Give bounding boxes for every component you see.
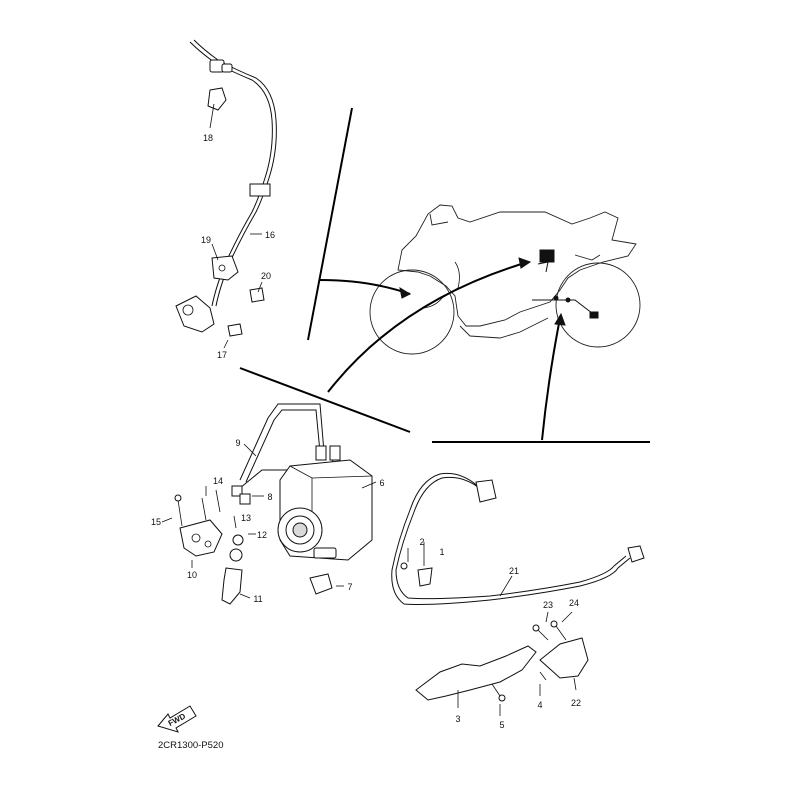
hydraulic-unit-assembly (174, 403, 373, 605)
callout-12: 12 (257, 530, 267, 540)
callout-21: 21 (509, 566, 519, 576)
callout-11: 11 (253, 594, 262, 604)
callout-20: 20 (261, 271, 271, 281)
front-wheel-sensor-assembly (175, 39, 277, 337)
callout-13: 13 (241, 513, 251, 523)
forward-direction-arrow: FWD (157, 705, 197, 733)
callout-leaders (161, 103, 577, 716)
callout-14: 14 (213, 476, 223, 486)
callout-numbers: 1 2 3 4 5 6 7 8 9 10 11 12 13 14 15 16 1… (151, 133, 581, 730)
callout-18: 18 (203, 133, 213, 143)
callout-5: 5 (499, 720, 504, 730)
rear-wheel-sensor-assembly (391, 472, 645, 702)
callout-22: 22 (571, 698, 581, 708)
motorcycle-silhouette (369, 204, 641, 355)
callout-2: 2 (419, 537, 424, 547)
callout-4: 4 (537, 700, 542, 710)
callout-19: 19 (201, 235, 211, 245)
callout-17: 17 (217, 350, 227, 360)
callout-23: 23 (543, 600, 553, 610)
callout-7: 7 (347, 582, 352, 592)
callout-10: 10 (187, 570, 197, 580)
callout-1: 1 (439, 547, 444, 557)
callout-15: 15 (151, 517, 161, 527)
callout-6: 6 (379, 478, 384, 488)
callout-16: 16 (265, 230, 275, 240)
section-leader-lines (239, 107, 650, 443)
drawing-code: 2CR1300-P520 (158, 740, 224, 751)
callout-24: 24 (569, 598, 579, 608)
callout-9: 9 (235, 438, 240, 448)
callout-3: 3 (455, 714, 460, 724)
callout-8: 8 (267, 492, 272, 502)
